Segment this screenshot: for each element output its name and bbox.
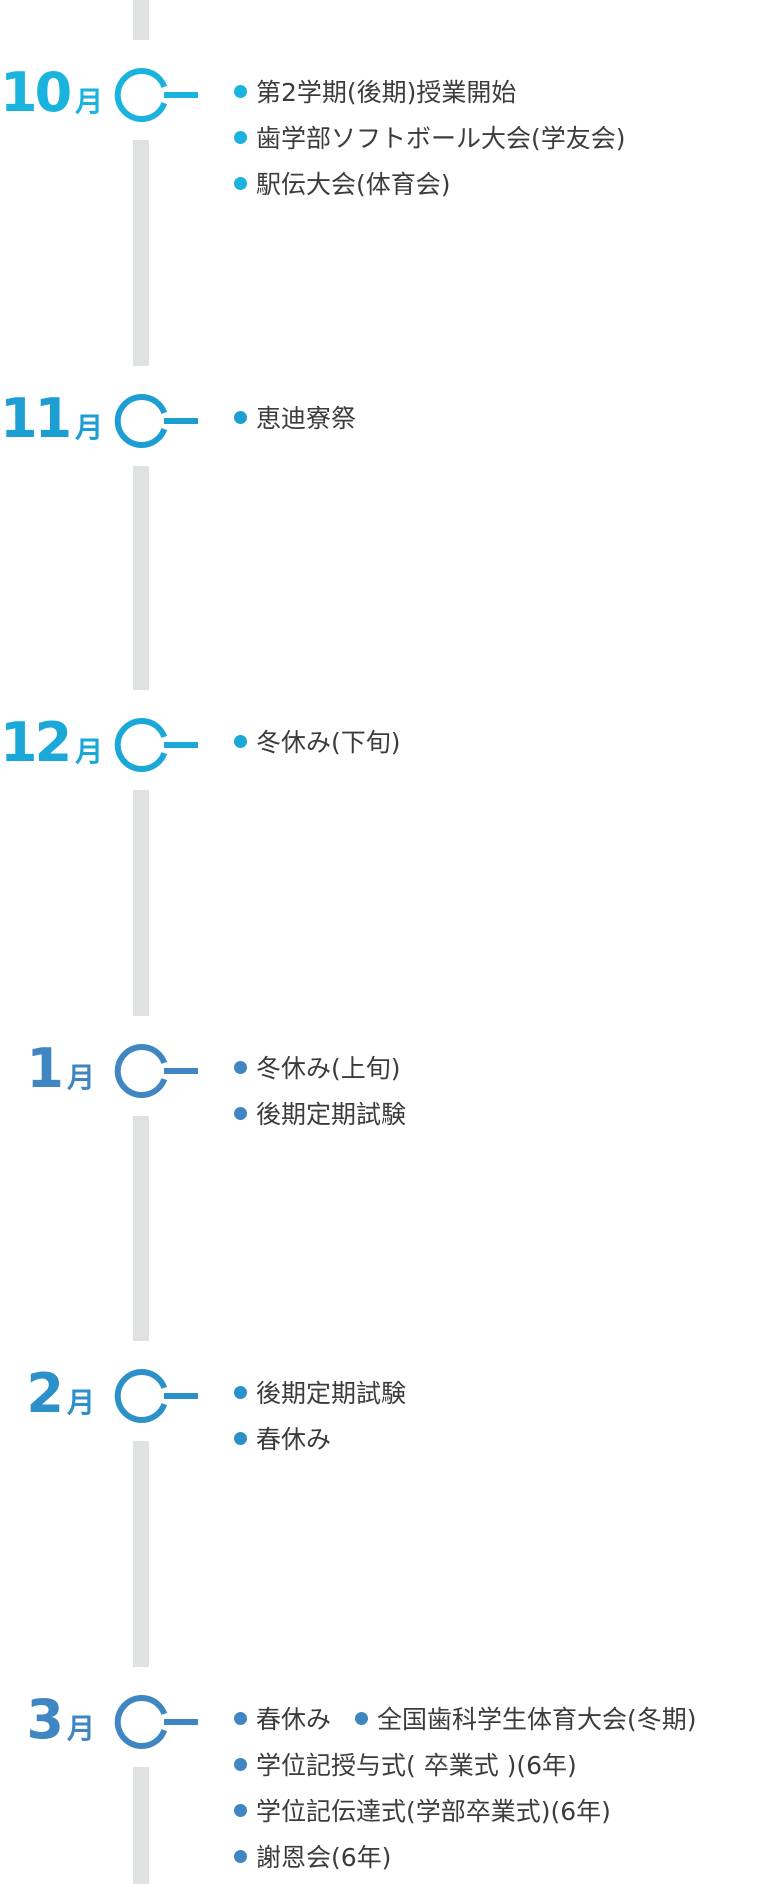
track-gap	[126, 366, 156, 466]
event-list: 冬休み(下旬)	[234, 720, 766, 766]
bullet-dot-icon	[234, 177, 247, 190]
event-text: 謝恩会(6年)	[256, 1843, 392, 1872]
event-text: 冬休み(上旬)	[256, 1054, 401, 1083]
event-text: 恵迪寮祭	[256, 404, 357, 433]
bullet-dot-icon	[234, 1061, 247, 1074]
bullet-dot-icon	[234, 1107, 247, 1120]
timeline-node-icon	[114, 394, 198, 448]
month-unit: 月	[75, 735, 104, 768]
event-item: 学位記伝達式(学部卒業式)(6年)	[234, 1789, 766, 1835]
event-text: 全国歯科学生体育大会(冬期)	[377, 1705, 697, 1734]
event-text: 駅伝大会(体育会)	[256, 170, 451, 199]
event-text: 学位記伝達式(学部卒業式)(6年)	[256, 1797, 611, 1826]
month-number: 11	[0, 387, 72, 450]
bullet-dot-icon	[234, 85, 247, 98]
event-text: 後期定期試験	[256, 1100, 407, 1129]
event-item: 冬休み(上旬)	[234, 1046, 766, 1092]
month-unit: 月	[66, 1061, 95, 1094]
event-text: 第2学期(後期)授業開始	[256, 78, 517, 107]
month-number: 3	[26, 1688, 64, 1751]
event-item: 恵迪寮祭	[234, 396, 766, 442]
bullet-dot-icon	[234, 1758, 247, 1771]
event-text: 春休み	[256, 1425, 332, 1454]
bullet-dot-icon	[234, 411, 247, 424]
event-text: 学位記授与式( 卒業式 )(6年)	[256, 1751, 577, 1780]
event-list: 第2学期(後期)授業開始歯学部ソフトボール大会(学友会) 駅伝大会(体育会)	[234, 70, 766, 208]
month-number: 12	[0, 711, 72, 774]
event-item: 春休み 全国歯科学生体育大会(冬期)	[234, 1697, 766, 1743]
month-number: 10	[0, 61, 72, 124]
event-item: 謝恩会(6年)	[234, 1835, 766, 1881]
event-list: 春休み 全国歯科学生体育大会(冬期) 学位記授与式( 卒業式 )(6年) 学位記伝達式…	[234, 1697, 766, 1881]
track-gap	[126, 690, 156, 790]
track-gap	[126, 1016, 156, 1116]
month-unit: 月	[66, 1712, 95, 1745]
event-text: 春休み	[256, 1705, 332, 1734]
event-item: 春休み	[234, 1417, 766, 1463]
month-unit: 月	[75, 411, 104, 444]
event-list: 後期定期試験春休み	[234, 1371, 766, 1463]
bullet-dot-icon	[234, 1712, 247, 1725]
month-unit: 月	[75, 85, 104, 118]
bullet-dot-icon	[234, 1386, 247, 1399]
event-item: 冬休み(下旬)	[234, 720, 766, 766]
bullet-dot-icon	[234, 735, 247, 748]
event-item: 第2学期(後期)授業開始	[234, 70, 766, 116]
bullet-dot-icon	[234, 131, 247, 144]
event-item: 後期定期試験	[234, 1371, 766, 1417]
timeline-track	[133, 0, 149, 1884]
bullet-dot-icon	[234, 1432, 247, 1445]
month-number: 1	[26, 1037, 64, 1100]
timeline-node-icon	[114, 1695, 198, 1749]
event-list: 冬休み(上旬) 後期定期試験	[234, 1046, 766, 1138]
event-text: 冬休み(下旬)	[256, 728, 401, 757]
event-item: 歯学部ソフトボール大会(学友会)	[234, 116, 766, 162]
month-number: 2	[26, 1362, 64, 1425]
track-gap	[126, 1667, 156, 1767]
bullet-dot-icon	[355, 1712, 369, 1725]
event-text: 歯学部ソフトボール大会(学友会)	[256, 124, 626, 153]
timeline-node-icon	[114, 1044, 198, 1098]
event-item: 学位記授与式( 卒業式 )(6年)	[234, 1743, 766, 1789]
timeline-node-icon	[114, 1369, 198, 1423]
event-item: 駅伝大会(体育会)	[234, 162, 766, 208]
timeline-node-icon	[114, 68, 198, 122]
track-gap	[126, 1341, 156, 1441]
event-text: 後期定期試験	[256, 1379, 407, 1408]
event-list: 恵迪寮祭	[234, 396, 766, 442]
bullet-dot-icon	[234, 1850, 247, 1863]
timeline-node-icon	[114, 718, 198, 772]
bullet-dot-icon	[234, 1804, 247, 1817]
event-item: 後期定期試験	[234, 1092, 766, 1138]
track-gap	[126, 40, 156, 140]
month-unit: 月	[66, 1386, 95, 1419]
